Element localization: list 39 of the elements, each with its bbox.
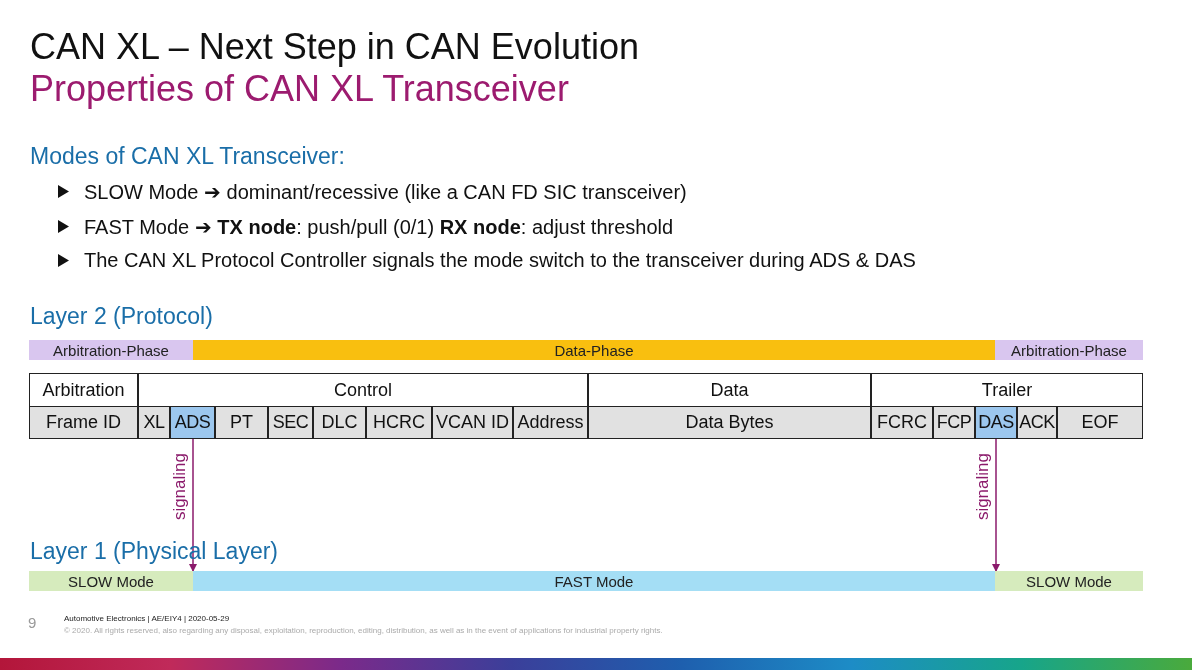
field-cell: PT [215,406,268,439]
field-cell: FCP [933,406,975,439]
slide-title: CAN XL – Next Step in CAN Evolution [30,26,639,68]
arrow [992,438,1000,572]
edge-label: signaling [170,453,189,521]
page-number: 9 [28,614,37,631]
field-cell: XL [138,406,170,439]
arrow [189,438,197,572]
header-cell: Control [138,373,588,407]
field-cell: HCRC [366,406,432,439]
field-cell: EOF [1057,406,1143,439]
slide-subtitle: Properties of CAN XL Transceiver [30,68,569,110]
mode-bar: FAST Mode [193,571,995,591]
mode-bar: SLOW Mode [995,571,1143,591]
footer-text: Automotive Electronics | AE/EIY4 | 2020-05-29 [64,614,230,623]
phase-bar: Data-Phase [193,340,995,360]
field-cell: ADS [170,406,215,439]
field-cell: FCRC [871,406,933,439]
header-cell: Trailer [871,373,1143,407]
phase-bar: Arbitration-Phase [29,340,193,360]
field-cell: DLC [313,406,366,439]
field-cell: Address [513,406,588,439]
bullet-text: FAST Mode ➔ TX node: push/pull (0/1) RX node: adjust threshold [84,215,674,239]
copyright-text: © 2020. All rights reserved, also regarding any disposal, exploitation, reproduction, editing, distribution, as well as in the event of applications for industrial property rights. [64,626,663,635]
bullet-text: The CAN XL Protocol Controller signals the mode switch to the transceiver during ADS & DAS [84,249,916,272]
header-cell: Data [588,373,871,407]
bullet-text: SLOW Mode ➔ dominant/recessive (like a CAN FD SIC transceiver) [84,180,687,204]
header-cell: Arbitration [29,373,138,407]
field-cell: Data Bytes [588,406,871,439]
phase-bar: Arbitration-Phase [995,340,1143,360]
section-heading: Modes of CAN XL Transceiver: [30,143,345,170]
mode-bar: SLOW Mode [29,571,193,591]
field-cell: ACK [1017,406,1057,439]
field-cell: DAS [975,406,1017,439]
field-cell: Frame ID [29,406,138,439]
field-cell: VCAN ID [432,406,513,439]
section-heading: Layer 2 (Protocol) [30,303,213,330]
field-cell: SEC [268,406,313,439]
edge-label: signaling [973,453,992,521]
